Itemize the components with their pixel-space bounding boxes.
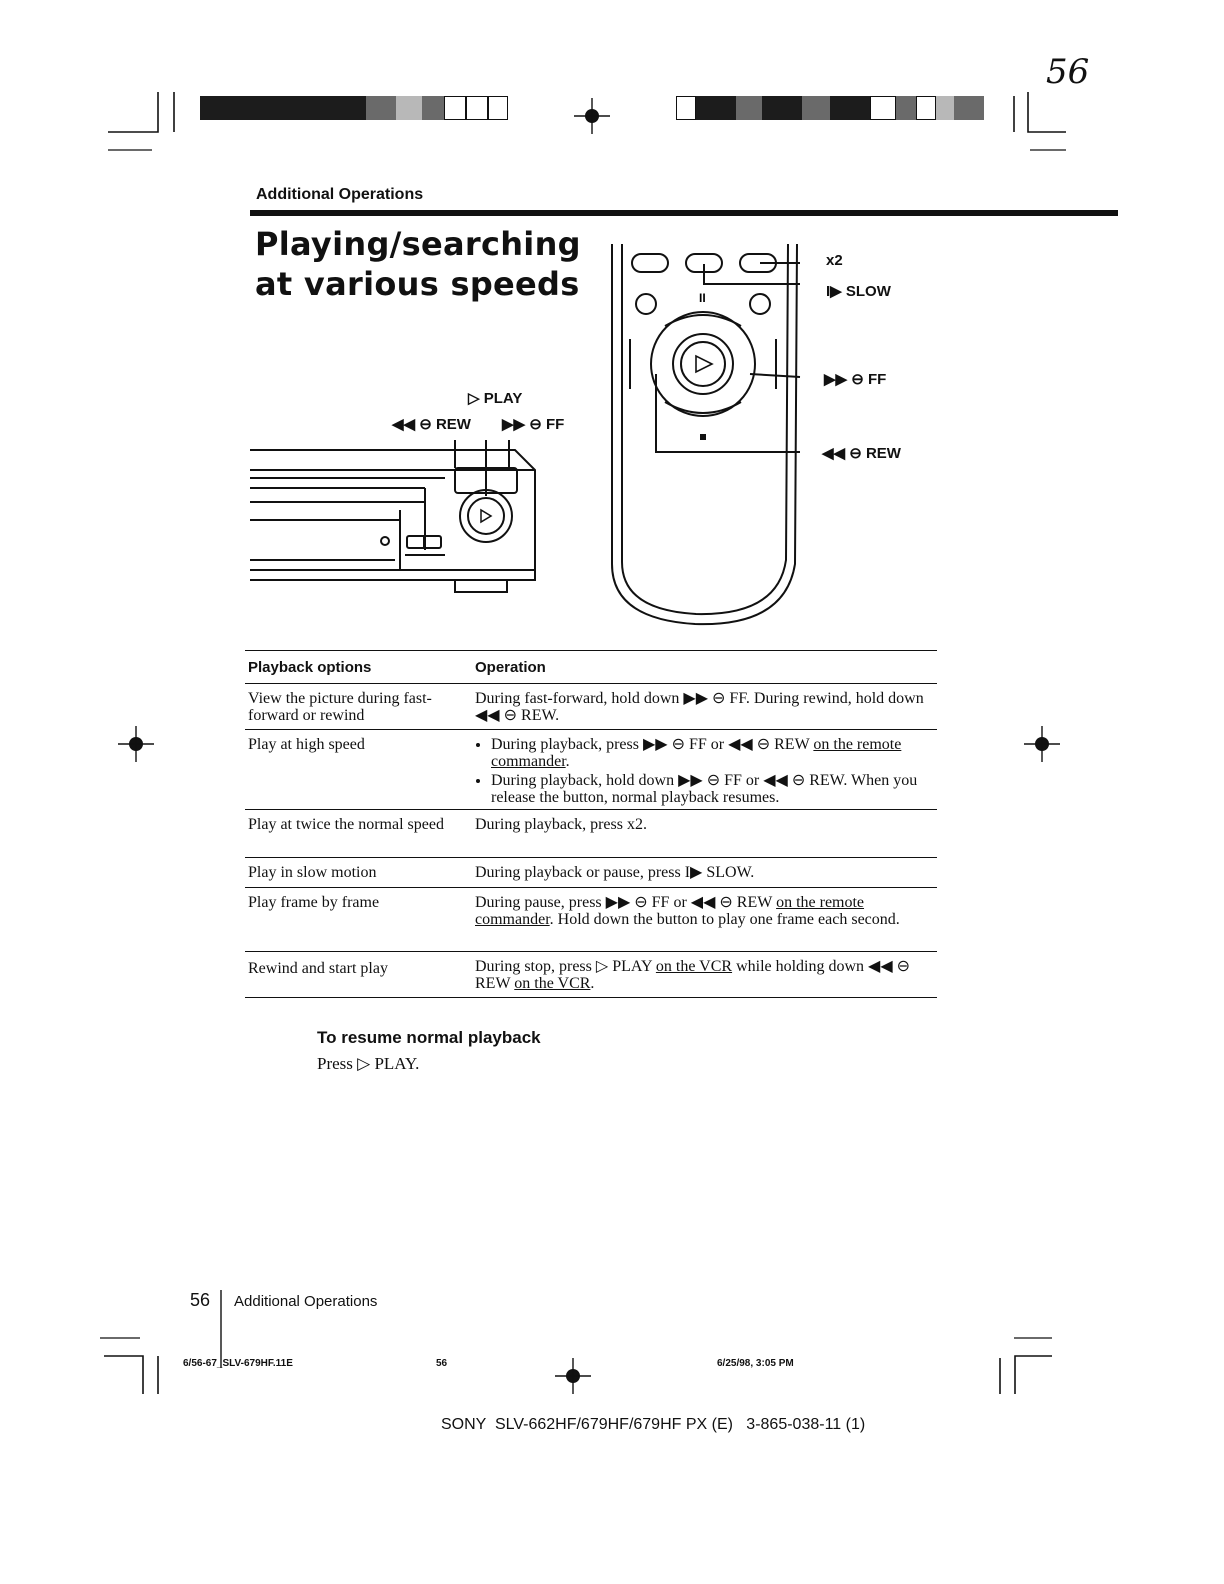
remote-ff-label: ▶▶ ⊖ FF (824, 371, 887, 388)
table-row: Play at twice the normal speed During pl… (245, 810, 937, 858)
table-cell-option: Play frame by frame (248, 894, 380, 911)
bullet-item: During playback, press ▶▶ ⊖ FF or ◀◀ ⊖ R… (491, 736, 935, 770)
footer-page-code: 56 (436, 1358, 448, 1369)
table-cell-option: Play at twice the normal speed (248, 816, 444, 833)
table-cell-option: View the picture during fast-forward or … (248, 690, 432, 724)
registration-bar-right (676, 96, 984, 120)
vcr-rew-label: ◀◀ ⊖ REW (392, 416, 471, 433)
page-title-line2: at various speeds (255, 265, 580, 303)
page-title-line1: Playing/searching (255, 225, 581, 263)
table-cell-operation: During pause, press ▶▶ ⊖ FF or ◀◀ ⊖ REW … (475, 894, 900, 928)
footer-section-label: Additional Operations (234, 1293, 378, 1310)
vcr-play-label: ▷ PLAY (468, 390, 523, 407)
playback-options-table: Playback options Operation View the pict… (245, 650, 937, 998)
resume-heading: To resume normal playback (317, 1028, 541, 1047)
footer-model-line: SONY SLV-662HF/679HF/679HF PX (E) 3-865-… (441, 1416, 866, 1433)
footer-file-name: 6/56-67_SLV-679HF.11E (183, 1358, 293, 1369)
table-cell-operation: During stop, press ▷ PLAY on the VCR whi… (475, 958, 911, 992)
registration-target-icon (574, 98, 610, 134)
table-cell-operation: During playback or pause, press I▶ SLOW. (475, 864, 755, 881)
table-cell-option: Play at high speed (248, 736, 365, 753)
table-row: Play in slow motion During playback or p… (245, 858, 937, 888)
table-cell-operation: During playback, press x2. (475, 816, 647, 833)
registration-target-icon (118, 726, 154, 762)
vcr-ff-label: ▶▶ ⊖ FF (502, 416, 565, 433)
table-header-col1: Playback options (248, 659, 372, 676)
page-title: Playing/searching at various speeds (255, 224, 581, 304)
table-cell-option: Play in slow motion (248, 864, 377, 881)
table-row: Play at high speed During playback, pres… (245, 730, 937, 810)
resume-text: Press ▷ PLAY. (317, 1054, 420, 1073)
table-row: Play frame by frame During pause, press … (245, 888, 937, 952)
remote-x2-label: x2 (826, 252, 843, 269)
registration-bar-left (200, 96, 508, 120)
svg-text:II: II (699, 291, 706, 305)
registration-target-icon (1024, 726, 1060, 762)
table-header-col2: Operation (475, 659, 546, 676)
remote-illustration: II (611, 244, 801, 626)
vcr-illustration (250, 440, 536, 593)
footer-timestamp: 6/25/98, 3:05 PM (717, 1358, 794, 1369)
footer-page-number: 56 (190, 1290, 211, 1310)
section-label: Additional Operations (256, 186, 424, 203)
registration-target-icon (555, 1358, 591, 1394)
table-row: Rewind and start play During stop, press… (245, 952, 937, 998)
remote-rew-label: ◀◀ ⊖ REW (822, 445, 901, 462)
header-rule (250, 210, 1118, 216)
table-cell-operation: During fast-forward, hold down ▶▶ ⊖ FF. … (475, 690, 924, 724)
handwritten-page-number: 56 (1046, 52, 1090, 92)
bullet-item: During playback, hold down ▶▶ ⊖ FF or ◀◀… (491, 772, 935, 806)
table-cell-operation: During playback, press ▶▶ ⊖ FF or ◀◀ ⊖ R… (475, 736, 935, 808)
table-cell-option: Rewind and start play (248, 960, 388, 977)
table-header-row: Playback options Operation (245, 650, 937, 684)
table-row: View the picture during fast-forward or … (245, 684, 937, 730)
remote-slow-label: I▶ SLOW (826, 283, 891, 300)
